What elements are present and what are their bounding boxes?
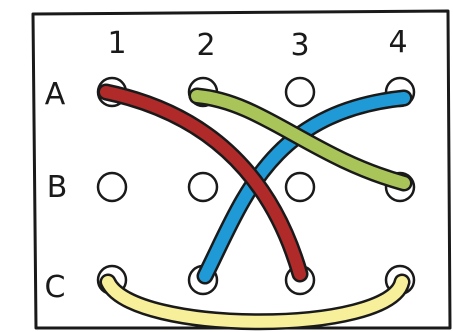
column-label-2: 2	[196, 28, 215, 63]
wire-yellow	[108, 282, 402, 322]
column-label-1: 1	[107, 26, 126, 61]
column-label-3: 3	[290, 28, 309, 63]
column-label-4: 4	[388, 25, 407, 60]
wires	[106, 92, 404, 322]
row-label-a: A	[45, 77, 66, 112]
hole-b3	[286, 173, 314, 201]
row-label-c: C	[45, 270, 66, 305]
hole-b1	[98, 173, 126, 201]
hole-b2	[189, 173, 217, 201]
hole-a3	[286, 78, 314, 106]
row-label-b: B	[47, 170, 68, 205]
